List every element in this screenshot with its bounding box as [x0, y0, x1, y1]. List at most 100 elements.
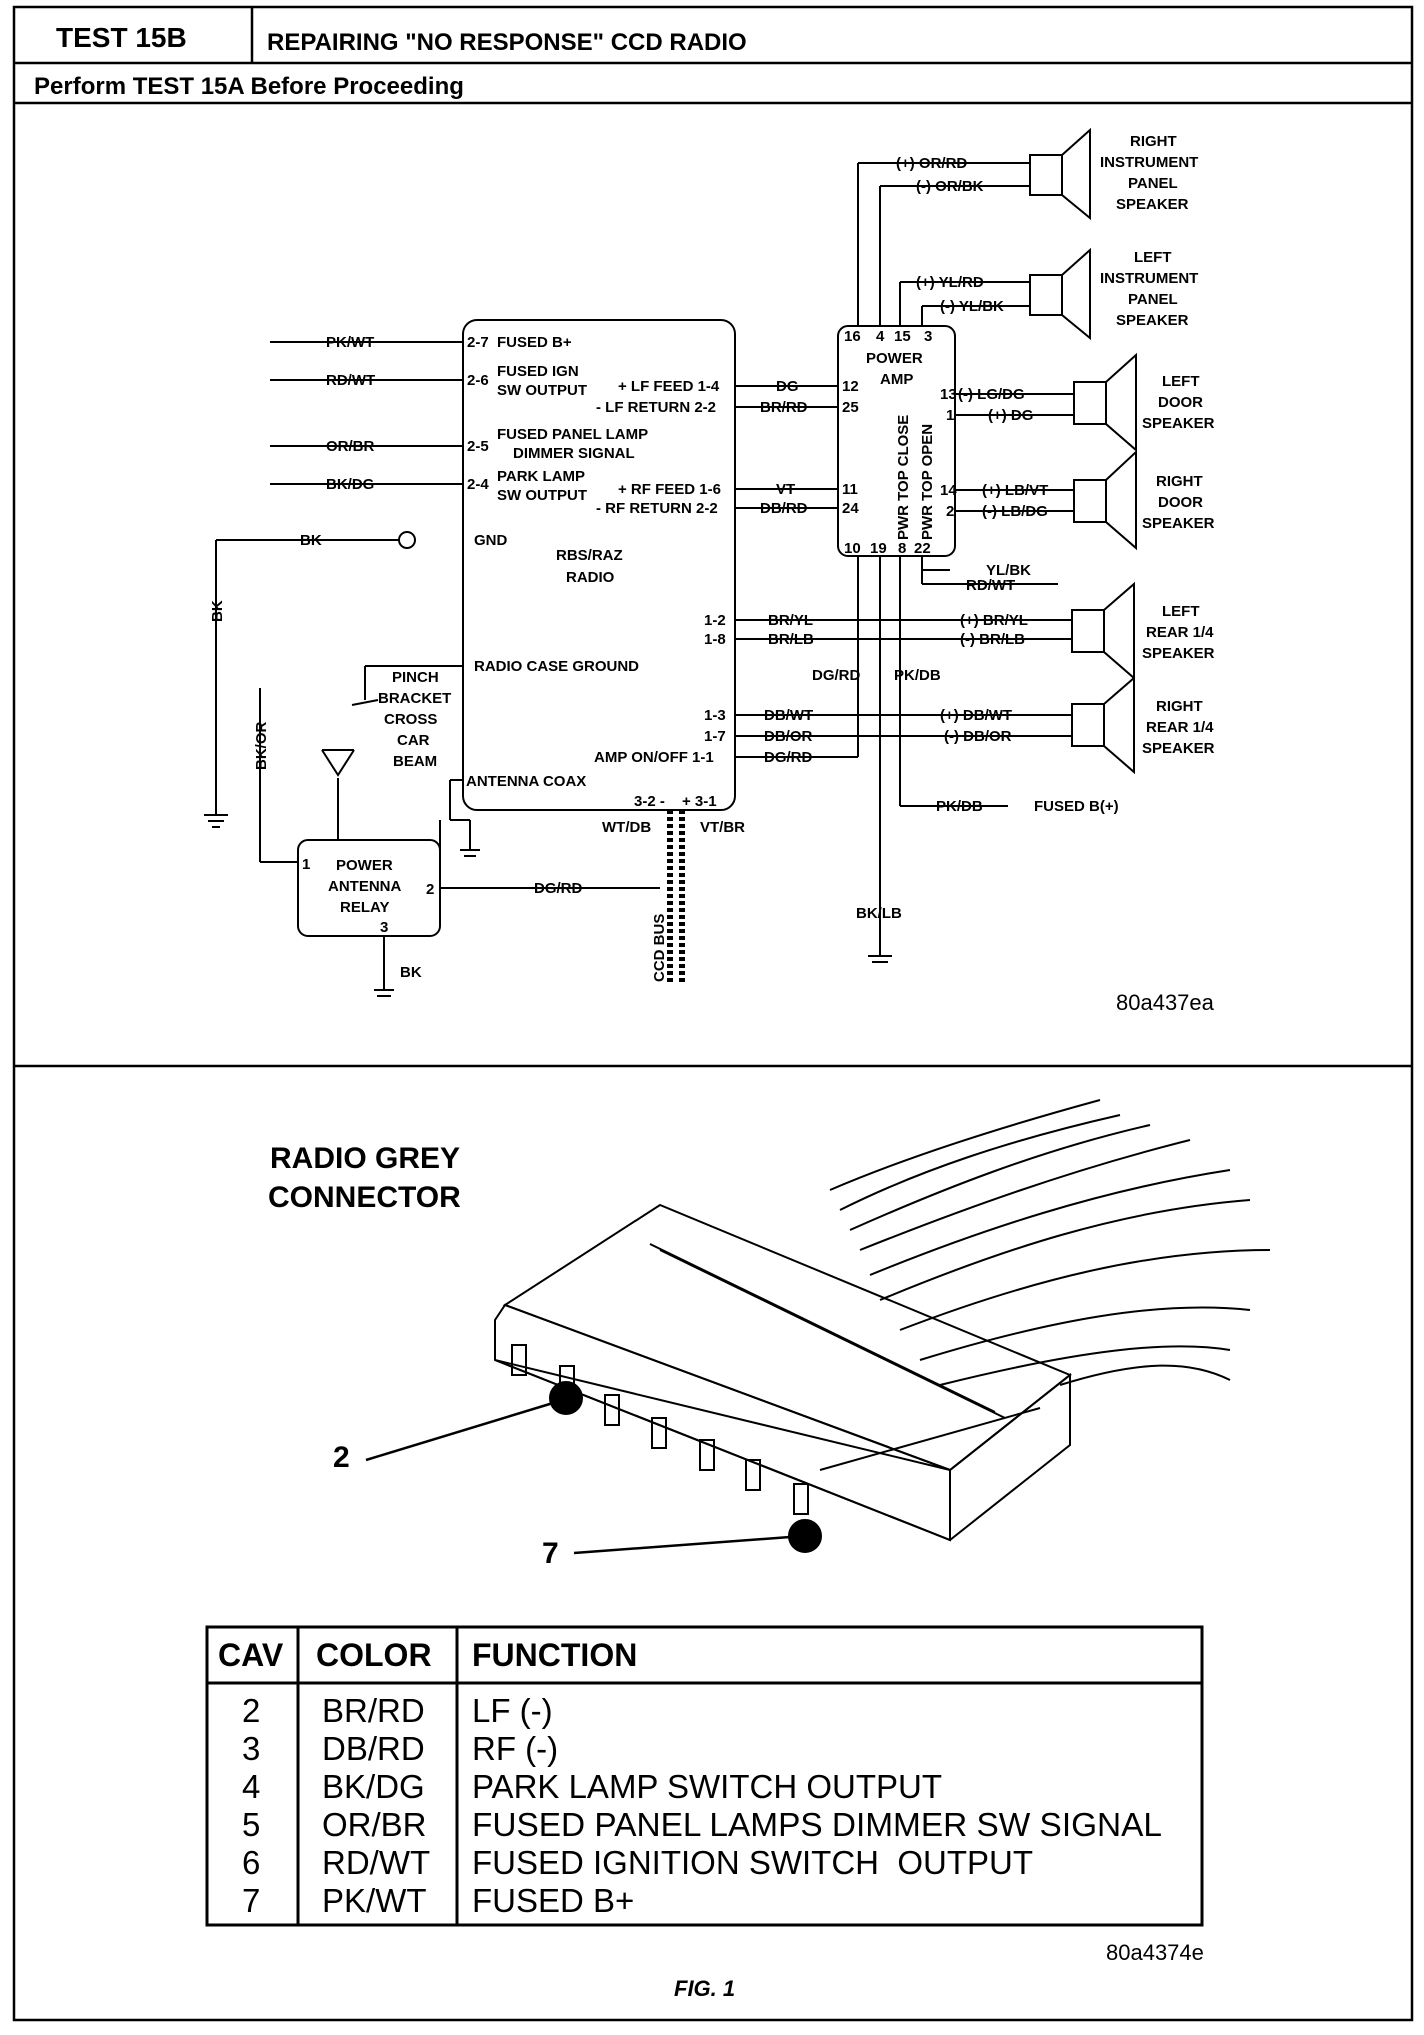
svg-text:DB/WT: DB/WT — [764, 707, 813, 724]
svg-text:3-2 -: 3-2 - — [634, 793, 665, 810]
svg-text:DOOR: DOOR — [1158, 394, 1203, 411]
svg-text:PANEL: PANEL — [1128, 291, 1178, 308]
svg-text:BK/DG: BK/DG — [322, 1768, 425, 1805]
svg-text:2-4: 2-4 — [467, 476, 489, 493]
svg-text:(-) DB/OR: (-) DB/OR — [944, 728, 1012, 745]
svg-text:PWR TOP OPEN: PWR TOP OPEN — [919, 424, 936, 540]
svg-text:DB/RD: DB/RD — [322, 1730, 425, 1767]
svg-text:16: 16 — [844, 328, 861, 345]
svg-text:PWR TOP CLOSE: PWR TOP CLOSE — [895, 415, 912, 540]
svg-text:PINCH: PINCH — [392, 669, 439, 686]
svg-text:RBS/RAZ: RBS/RAZ — [556, 547, 623, 564]
svg-text:BK/OR: BK/OR — [253, 722, 270, 771]
connector-title-2: CONNECTOR — [268, 1181, 461, 1214]
svg-text:FUSED B(+): FUSED B(+) — [1034, 798, 1119, 815]
svg-text:SPEAKER: SPEAKER — [1142, 645, 1215, 662]
svg-text:LEFT: LEFT — [1162, 603, 1200, 620]
svg-text:+ LF FEED 1-4: + LF FEED 1-4 — [618, 378, 720, 395]
radio-box — [462, 319, 736, 811]
svg-text:(+) LB/VT: (+) LB/VT — [982, 482, 1048, 499]
table-row: 6 — [242, 1844, 260, 1881]
svg-text:BEAM: BEAM — [393, 753, 437, 770]
svg-text:RD/WT: RD/WT — [322, 1844, 430, 1881]
svg-text:24: 24 — [842, 500, 859, 517]
svg-text:19: 19 — [870, 540, 887, 557]
svg-text:(+) DG: (+) DG — [988, 407, 1033, 424]
table-header-function: FUNCTION — [472, 1637, 637, 1673]
svg-text:2-5: 2-5 — [467, 438, 489, 455]
outer-frame — [12, 5, 1414, 2022]
svg-text:INSTRUMENT: INSTRUMENT — [1100, 154, 1198, 171]
svg-text:2-7: 2-7 — [467, 334, 489, 351]
svg-text:SPEAKER: SPEAKER — [1116, 196, 1189, 213]
wire-bkdg: BK/DG — [326, 476, 374, 493]
connector-drawing — [365, 1099, 1271, 1555]
callout-2: 2 — [333, 1441, 350, 1474]
table-header-color: COLOR — [316, 1637, 432, 1673]
svg-text:BK/LB: BK/LB — [856, 905, 902, 922]
svg-text:WT/DB: WT/DB — [602, 819, 651, 836]
svg-text:2: 2 — [426, 881, 434, 898]
svg-text:PK/DB: PK/DB — [894, 667, 941, 684]
svg-text:1-8: 1-8 — [704, 631, 726, 648]
svg-text:(+) BR/YL: (+) BR/YL — [960, 612, 1028, 629]
svg-text:SPEAKER: SPEAKER — [1116, 312, 1189, 329]
svg-text:REAR 1/4: REAR 1/4 — [1146, 624, 1214, 641]
svg-text:REAR 1/4: REAR 1/4 — [1146, 719, 1214, 736]
speaker-right-instrument — [1029, 127, 1091, 221]
svg-text:LF (-): LF (-) — [472, 1692, 553, 1729]
svg-text:DG: DG — [776, 378, 799, 395]
svg-text:DG/RD: DG/RD — [534, 880, 583, 897]
svg-text:INSTRUMENT: INSTRUMENT — [1100, 270, 1198, 287]
svg-text:(-) LB/DG: (-) LB/DG — [982, 503, 1048, 520]
svg-text:ANTENNA COAX: ANTENNA COAX — [466, 773, 586, 790]
table-row: 3 — [242, 1730, 260, 1767]
svg-text:8: 8 — [898, 540, 906, 557]
table-row: 7 — [242, 1882, 260, 1919]
wire-pkwt: PK/WT — [326, 334, 374, 351]
svg-text:RADIO: RADIO — [566, 569, 615, 586]
callout-7: 7 — [542, 1537, 559, 1570]
svg-text:PARK LAMP SWITCH OUTPUT: PARK LAMP SWITCH OUTPUT — [472, 1768, 942, 1805]
wire-orbr: OR/BR — [326, 438, 375, 455]
svg-text:PARK LAMP: PARK LAMP — [497, 468, 585, 485]
test-title: REPAIRING "NO RESPONSE" CCD RADIO — [267, 29, 747, 56]
diagram-labels: PK/WT 2-7 FUSED B+ RD/WT 2-6 FUSED IGN S… — [209, 133, 1215, 982]
svg-text:AMP ON/OFF 1-1: AMP ON/OFF 1-1 — [594, 749, 714, 766]
fig-label: FIG. 1 — [674, 1976, 735, 2001]
table-row: 4 — [242, 1768, 260, 1805]
svg-text:12: 12 — [842, 378, 859, 395]
wiring-diagram — [204, 127, 1137, 997]
svg-text:- LF RETURN 2-2: - LF RETURN 2-2 — [596, 399, 716, 416]
svg-text:GND: GND — [474, 532, 508, 549]
table-row: 2 — [242, 1692, 260, 1729]
svg-text:BK: BK — [209, 600, 226, 622]
svg-text:FUSED B+: FUSED B+ — [497, 334, 572, 351]
test-subtitle: Perform TEST 15A Before Proceeding — [34, 73, 464, 100]
svg-text:CROSS: CROSS — [384, 711, 437, 728]
svg-text:VT/BR: VT/BR — [700, 819, 745, 836]
svg-text:3: 3 — [380, 919, 388, 936]
svg-text:YL/BK: YL/BK — [986, 562, 1031, 579]
svg-text:DOOR: DOOR — [1158, 494, 1203, 511]
svg-text:RD/WT: RD/WT — [966, 577, 1015, 594]
svg-text:1-7: 1-7 — [704, 728, 726, 745]
svg-text:2-6: 2-6 — [467, 372, 489, 389]
svg-text:(+) YL/RD: (+) YL/RD — [916, 274, 984, 291]
svg-text:14: 14 — [940, 482, 957, 499]
svg-text:LEFT: LEFT — [1162, 373, 1200, 390]
speaker-left-instrument — [1029, 247, 1091, 341]
svg-text:+ RF FEED 1-6: + RF FEED 1-6 — [618, 481, 721, 498]
speaker-right-door — [1073, 449, 1137, 551]
table-header-cav: CAV — [218, 1637, 284, 1673]
svg-text:DIMMER SIGNAL: DIMMER SIGNAL — [513, 445, 635, 462]
svg-text:LEFT: LEFT — [1134, 249, 1172, 266]
svg-text:ANTENNA: ANTENNA — [328, 878, 401, 895]
svg-text:1-3: 1-3 — [704, 707, 726, 724]
diagram-figure-code: 80a437ea — [1116, 990, 1215, 1015]
svg-text:BR/RD: BR/RD — [322, 1692, 425, 1729]
svg-text:SW OUTPUT: SW OUTPUT — [497, 382, 587, 399]
svg-text:OR/BR: OR/BR — [322, 1806, 427, 1843]
svg-text:BR/YL: BR/YL — [768, 612, 813, 629]
svg-text:POWER: POWER — [336, 857, 393, 874]
